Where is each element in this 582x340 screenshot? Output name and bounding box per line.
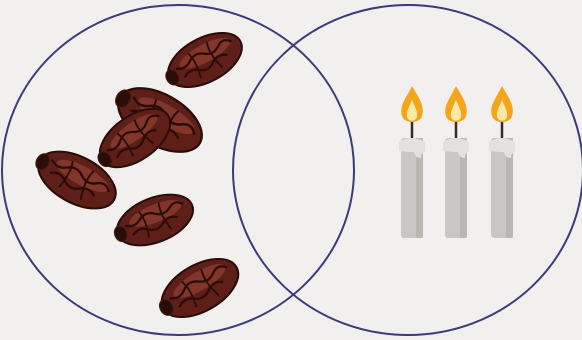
date-fruit-icon	[107, 185, 200, 257]
date-fruit-icon	[157, 22, 251, 100]
left-set-items	[26, 22, 250, 331]
lit-candle-icon	[489, 86, 515, 238]
lit-candle-icon	[443, 86, 469, 238]
right-set-items	[399, 86, 515, 238]
date-fruit-icon	[149, 247, 248, 331]
lit-candle-icon	[399, 86, 425, 238]
